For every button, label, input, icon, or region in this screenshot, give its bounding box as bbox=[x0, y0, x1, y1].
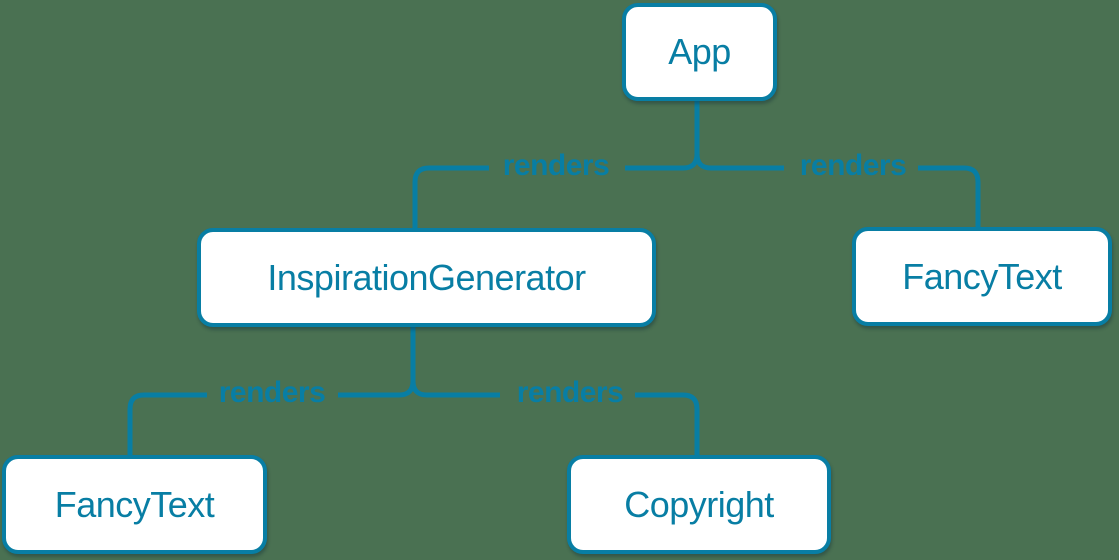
edge-label-app-fancytext: renders bbox=[799, 149, 907, 182]
edge-label-inspirationgenerator-copyright: renders bbox=[516, 376, 624, 409]
tree-node-fancy-text-top-label: FancyText bbox=[902, 255, 1062, 297]
connector-app-to-inspirationgenerator-right-of-label bbox=[625, 101, 700, 171]
connector-app-to-fancytext-right-of-label bbox=[918, 165, 981, 228]
tree-node-fancy-text-bottom: FancyText bbox=[2, 455, 267, 554]
connector-inspirationgenerator-to-fancytext-right-of-label bbox=[338, 327, 416, 398]
tree-node-copyright-label: Copyright bbox=[624, 483, 774, 525]
tree-node-app-label: App bbox=[668, 31, 731, 72]
connector-inspirationgenerator-to-copyright-right-of-label bbox=[635, 392, 700, 456]
tree-node-inspiration-generator-label: InspirationGenerator bbox=[267, 256, 586, 298]
tree-node-inspiration-generator: InspirationGenerator bbox=[197, 228, 656, 327]
edge-label-inspirationgenerator-fancytext: renders bbox=[218, 376, 326, 409]
tree-node-fancy-text-top: FancyText bbox=[852, 227, 1112, 326]
connector-inspirationgenerator-to-copyright-left-of-label bbox=[410, 327, 500, 398]
connector-inspirationgenerator-to-fancytext-left-of-label bbox=[127, 392, 207, 456]
connector-app-to-fancytext-left-of-label bbox=[694, 101, 784, 171]
tree-node-fancy-text-bottom-label: FancyText bbox=[54, 483, 215, 525]
tree-node-copyright: Copyright bbox=[567, 455, 831, 554]
tree-node-app: App bbox=[622, 3, 777, 101]
connector-app-to-inspirationgenerator-left-of-label bbox=[412, 165, 489, 229]
edge-label-app-inspirationgenerator: renders bbox=[502, 149, 610, 182]
